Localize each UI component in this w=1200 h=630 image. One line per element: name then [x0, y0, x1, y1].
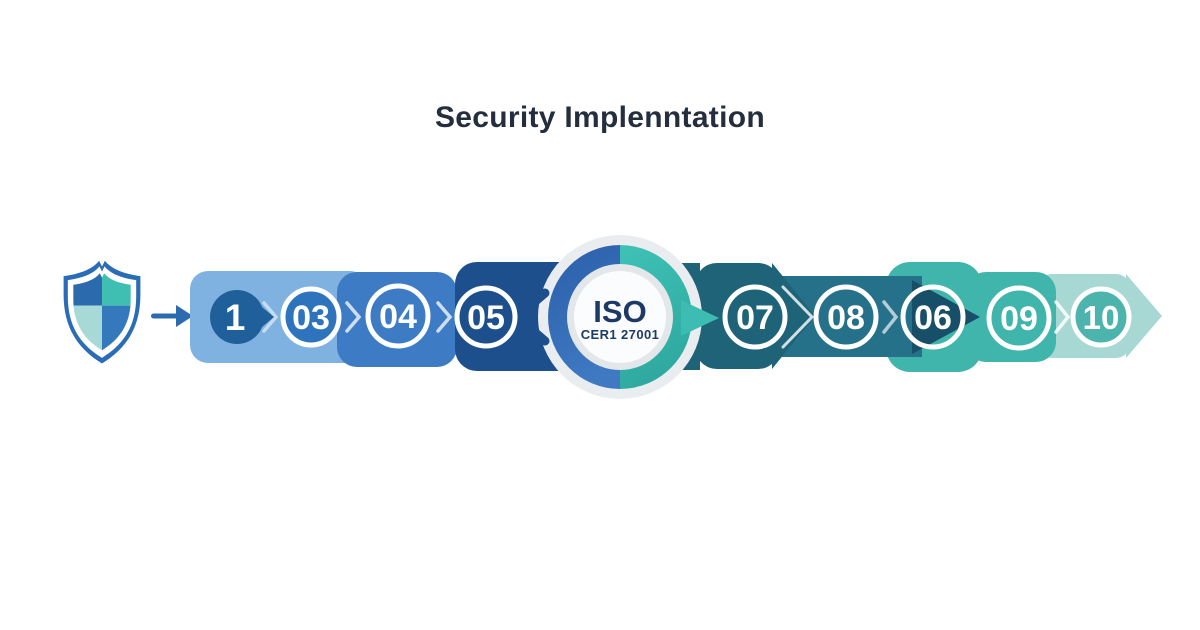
arrow-head	[176, 305, 193, 327]
dark-arrowhead-06	[912, 280, 980, 354]
chevron-right-icon	[882, 300, 899, 334]
step-03-circle	[280, 286, 342, 348]
step-marker-08: 08	[813, 284, 879, 350]
step-05-circle	[454, 285, 518, 349]
step-10-label: 10	[1083, 299, 1120, 336]
step-04-circle	[365, 283, 431, 349]
chevron-right-icon	[781, 285, 815, 349]
chevron-right-icon	[1054, 300, 1071, 334]
chevron-right-icon	[262, 301, 279, 333]
step-marker-06: 06	[900, 284, 966, 350]
step-07-circle	[722, 284, 788, 350]
band-pale-arrowhead	[1126, 274, 1162, 358]
badge-subtitle: CER1 27001	[581, 327, 659, 342]
step-marker-1: 1	[210, 290, 274, 344]
step-06-circle	[900, 284, 966, 350]
step-04-label: 04	[379, 298, 417, 336]
step-06-label: 06	[914, 299, 952, 337]
badge-title: ISO	[593, 294, 646, 329]
step-09-circle	[986, 285, 1052, 351]
chevron-right-icon	[345, 301, 362, 333]
step-09-label: 09	[1000, 300, 1038, 338]
band-07-chevron	[772, 263, 815, 369]
step-marker-04: 04	[365, 283, 431, 349]
step-05-label: 05	[467, 299, 505, 337]
step-marker-03: 03	[280, 286, 342, 348]
step-03-label: 03	[292, 299, 330, 337]
step-08-circle	[813, 284, 879, 350]
arrow-shaft	[151, 313, 178, 319]
badge-center	[574, 271, 666, 363]
step-1-label: 1	[225, 297, 246, 338]
step-1-point	[250, 297, 274, 337]
page-title: Security Implenntation	[435, 101, 765, 134]
step-marker-10: 10	[1070, 286, 1132, 348]
step-marker-07: 07	[722, 284, 788, 350]
shield-icon	[63, 260, 141, 364]
step-10-circle	[1070, 286, 1132, 348]
step-08-label: 08	[827, 299, 865, 337]
step-marker-09: 09	[986, 285, 1052, 351]
step-07-label: 07	[736, 299, 774, 337]
step-marker-05: 05	[454, 285, 518, 349]
iso-badge: ISO CER1 27001	[538, 235, 702, 399]
chevron-right-icon	[436, 301, 453, 333]
arrow-right-icon	[151, 305, 193, 327]
arrowhead-right-icon	[681, 300, 719, 336]
